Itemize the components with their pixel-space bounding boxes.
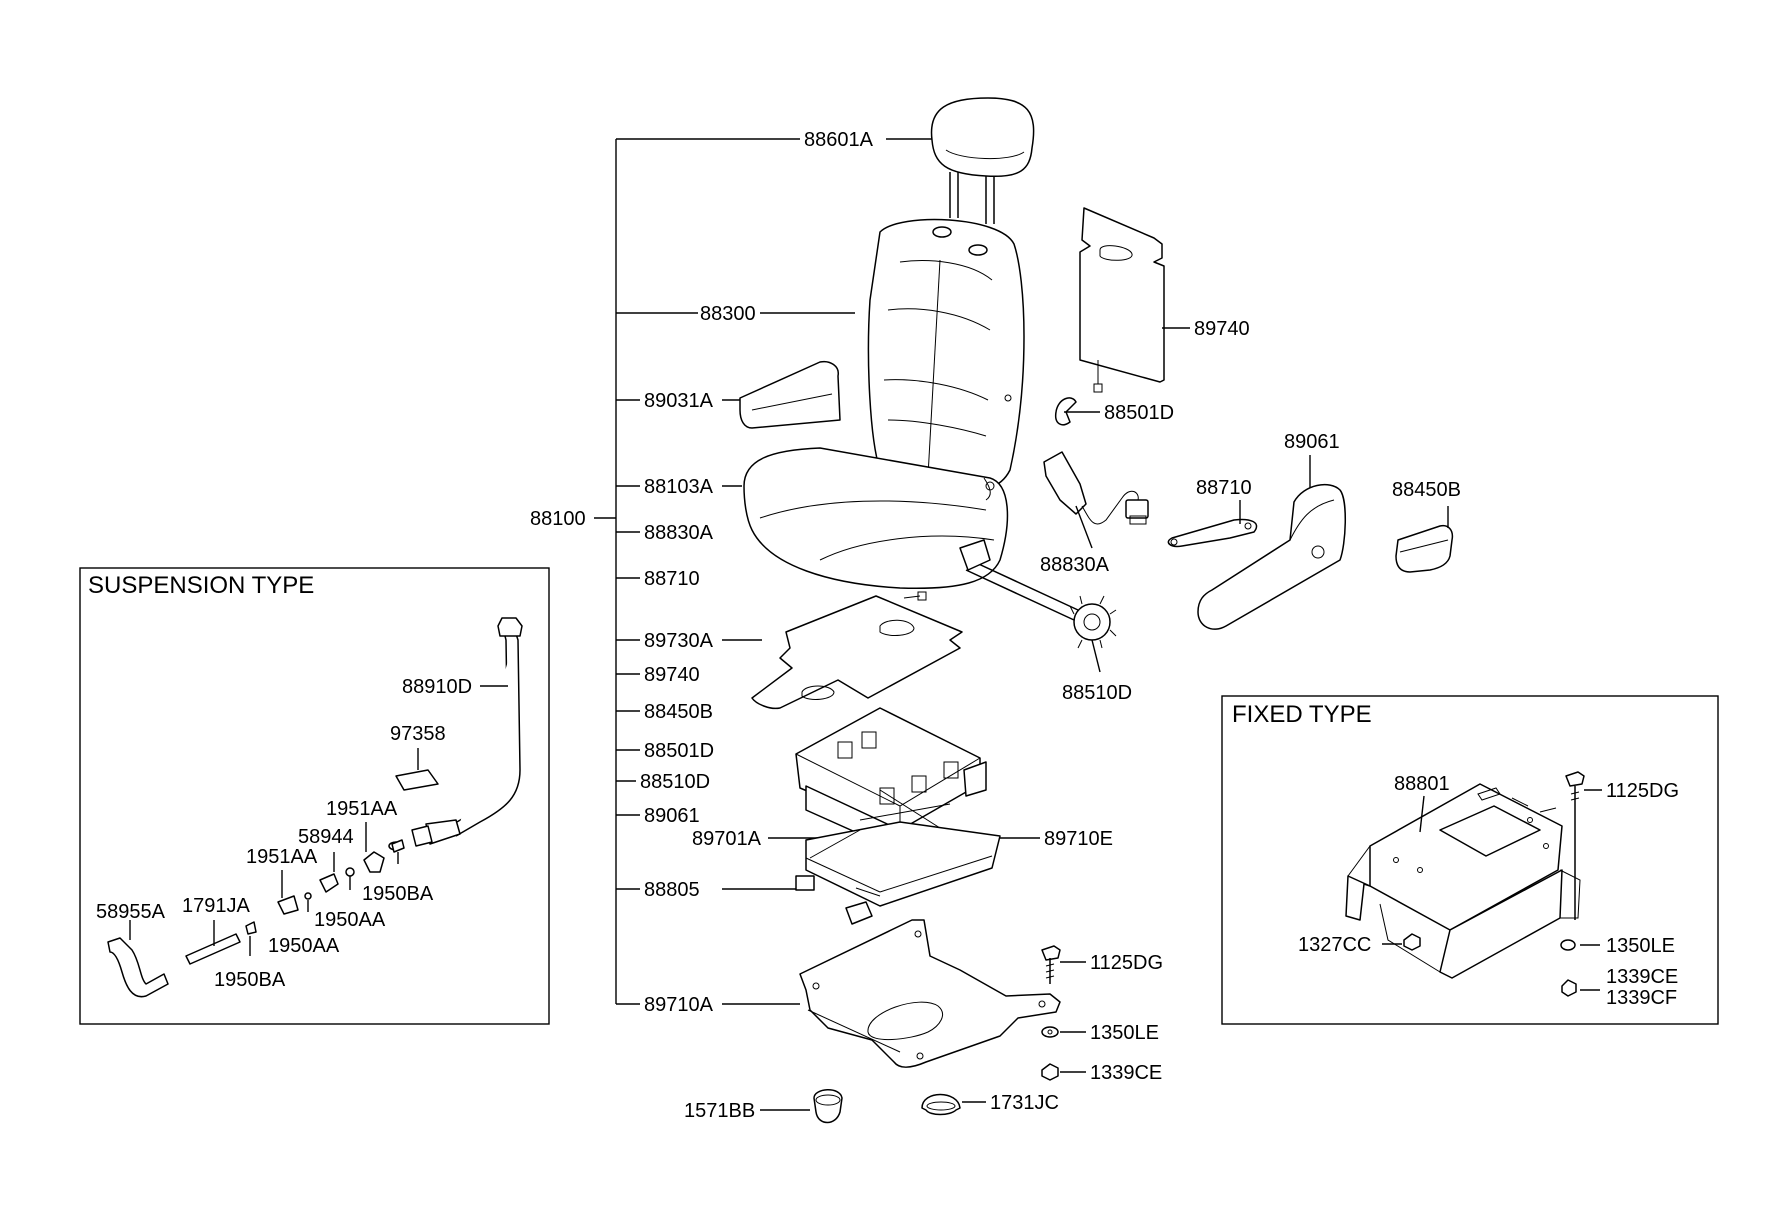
suspension-mechanism bbox=[795, 707, 1001, 925]
part-label: 88801 bbox=[1394, 773, 1450, 795]
part-label: 1791JA bbox=[182, 895, 250, 917]
recliner-lever bbox=[1167, 518, 1258, 548]
leader-lines bbox=[1064, 327, 1449, 673]
part-label: 1731JC bbox=[990, 1092, 1059, 1114]
fixed-type-box bbox=[1221, 695, 1719, 1025]
part-label: 89710E bbox=[1044, 828, 1113, 850]
part-label: 89730A bbox=[644, 630, 714, 652]
part-label: 1350LE bbox=[1606, 935, 1675, 957]
headrest bbox=[930, 97, 1035, 224]
fixed-type-title: FIXED TYPE bbox=[1232, 701, 1372, 728]
base-plate bbox=[799, 919, 1061, 1068]
part-label: 89061 bbox=[644, 805, 700, 827]
cushion-heater-pad bbox=[751, 591, 963, 710]
box-titles: SUSPENSION TYPE FIXED TYPE bbox=[88, 572, 1372, 728]
part-label: 58955A bbox=[96, 901, 166, 923]
part-label: 1571BB bbox=[684, 1100, 755, 1122]
part-label: 88830A bbox=[644, 522, 714, 544]
part-label: 1950BA bbox=[362, 883, 434, 905]
part-label: 88830A bbox=[1040, 554, 1110, 576]
part-label: 88910D bbox=[402, 676, 472, 698]
cover-88450B bbox=[1395, 524, 1454, 573]
suspension-type-title: SUSPENSION TYPE bbox=[88, 572, 314, 599]
part-label: 1950AA bbox=[314, 909, 386, 931]
suspension-type-box bbox=[79, 567, 550, 1025]
part-label: 1950BA bbox=[214, 969, 286, 991]
part-number-labels: 88601A 88300 89031A 88103A 88100 88830A … bbox=[96, 129, 1679, 1122]
part-label: 1350LE bbox=[1090, 1022, 1159, 1044]
part-label: 88601A bbox=[804, 129, 874, 151]
part-label: 89701A bbox=[692, 828, 762, 850]
part-label: 97358 bbox=[390, 723, 446, 745]
part-label: 88450B bbox=[644, 701, 713, 723]
part-label: 88300 bbox=[700, 303, 756, 325]
part-label: 88710 bbox=[644, 568, 700, 590]
part-label: 89740 bbox=[644, 664, 700, 686]
part-label: 1339CE bbox=[1606, 966, 1678, 988]
hardware-main bbox=[760, 945, 1086, 1124]
part-label: 1951AA bbox=[246, 846, 318, 868]
part-label: 1339CF bbox=[1606, 987, 1677, 1009]
seat-assembly bbox=[739, 218, 1025, 590]
part-label: 1125DG bbox=[1090, 952, 1163, 974]
part-label: 89031A bbox=[644, 390, 714, 412]
part-label: 1951AA bbox=[326, 798, 398, 820]
part-label: 88510D bbox=[1062, 682, 1132, 704]
back-heater-pad bbox=[1079, 207, 1165, 393]
seat-belt-buckle bbox=[1043, 451, 1149, 525]
part-label: 58944 bbox=[298, 826, 354, 848]
part-label: 1339CE bbox=[1090, 1062, 1162, 1084]
part-label: 1327CC bbox=[1298, 934, 1371, 956]
part-label: 1125DG bbox=[1606, 780, 1679, 802]
side-cover-89061 bbox=[1197, 483, 1347, 630]
part-label: 89061 bbox=[1284, 431, 1340, 453]
part-label: 89710A bbox=[644, 994, 714, 1016]
part-label: 88501D bbox=[644, 740, 714, 762]
part-label: 88805 bbox=[644, 879, 700, 901]
part-label: 88710 bbox=[1196, 477, 1252, 499]
height-adjust-rod bbox=[959, 539, 1117, 649]
main-tree-bracket bbox=[594, 138, 1040, 1005]
part-label: 88100 bbox=[530, 508, 586, 530]
part-label: 89740 bbox=[1194, 318, 1250, 340]
part-label: 88510D bbox=[640, 771, 710, 793]
part-label: 1950AA bbox=[268, 935, 340, 957]
part-label: 88450B bbox=[1392, 479, 1461, 501]
part-label: 88501D bbox=[1104, 402, 1174, 424]
part-label: 88103A bbox=[644, 476, 714, 498]
